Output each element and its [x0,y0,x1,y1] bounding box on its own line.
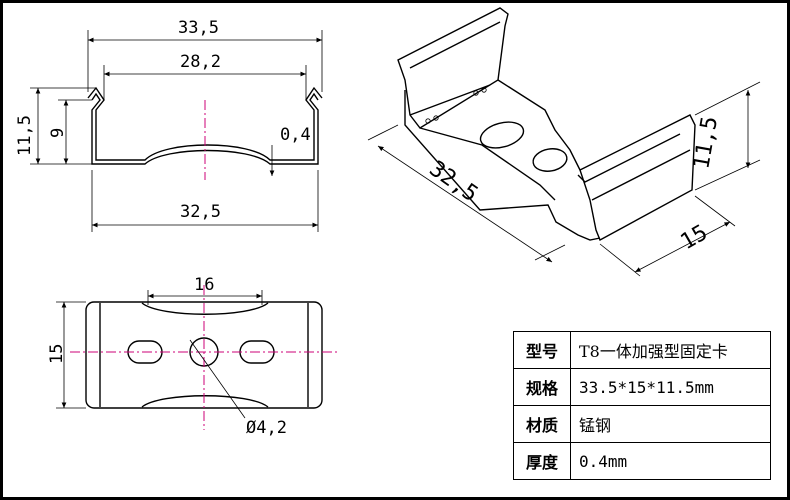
spec-table: 型号 T8一体加强型固定卡 规格 33.5*15*11.5mm 材质 锰钢 厚度… [513,331,771,480]
iso-dim-length: 32,5 [425,156,483,207]
isometric-view: 32,5 11,5 15 [367,7,761,277]
dim-height-outer: 11,5 [15,115,35,156]
front-view: 33,5 28,2 11,5 9 0,4 32,5 [15,18,323,232]
dim-arc-span: 16 [194,275,214,295]
top-view: 16 15 Ø4,2 [47,275,340,438]
spec-label: 厚度 [513,442,571,480]
spec-value: 33.5*15*11.5mm [570,368,771,406]
spec-label: 型号 [513,331,571,369]
dim-top-depth: 15 [47,344,67,364]
iso-dim-depth: 15 [677,220,712,255]
dim-total-width: 33,5 [178,18,219,38]
table-row: 规格 33.5*15*11.5mm [513,368,771,406]
dim-bottom-width: 32,5 [180,202,221,222]
dim-hole-diameter: Ø4,2 [246,418,287,438]
spec-value: 0.4mm [570,442,771,480]
spec-value: T8一体加强型固定卡 [570,331,771,369]
spec-label: 规格 [513,368,571,406]
dim-thickness: 0,4 [280,125,311,145]
table-row: 厚度 0.4mm [513,442,771,480]
table-row: 型号 T8一体加强型固定卡 [513,331,771,369]
dim-inner-width: 28,2 [180,52,221,72]
spec-value: 锰钢 [570,405,771,443]
dim-height-inner: 9 [48,128,68,138]
table-row: 材质 锰钢 [513,405,771,443]
spec-label: 材质 [513,405,571,443]
